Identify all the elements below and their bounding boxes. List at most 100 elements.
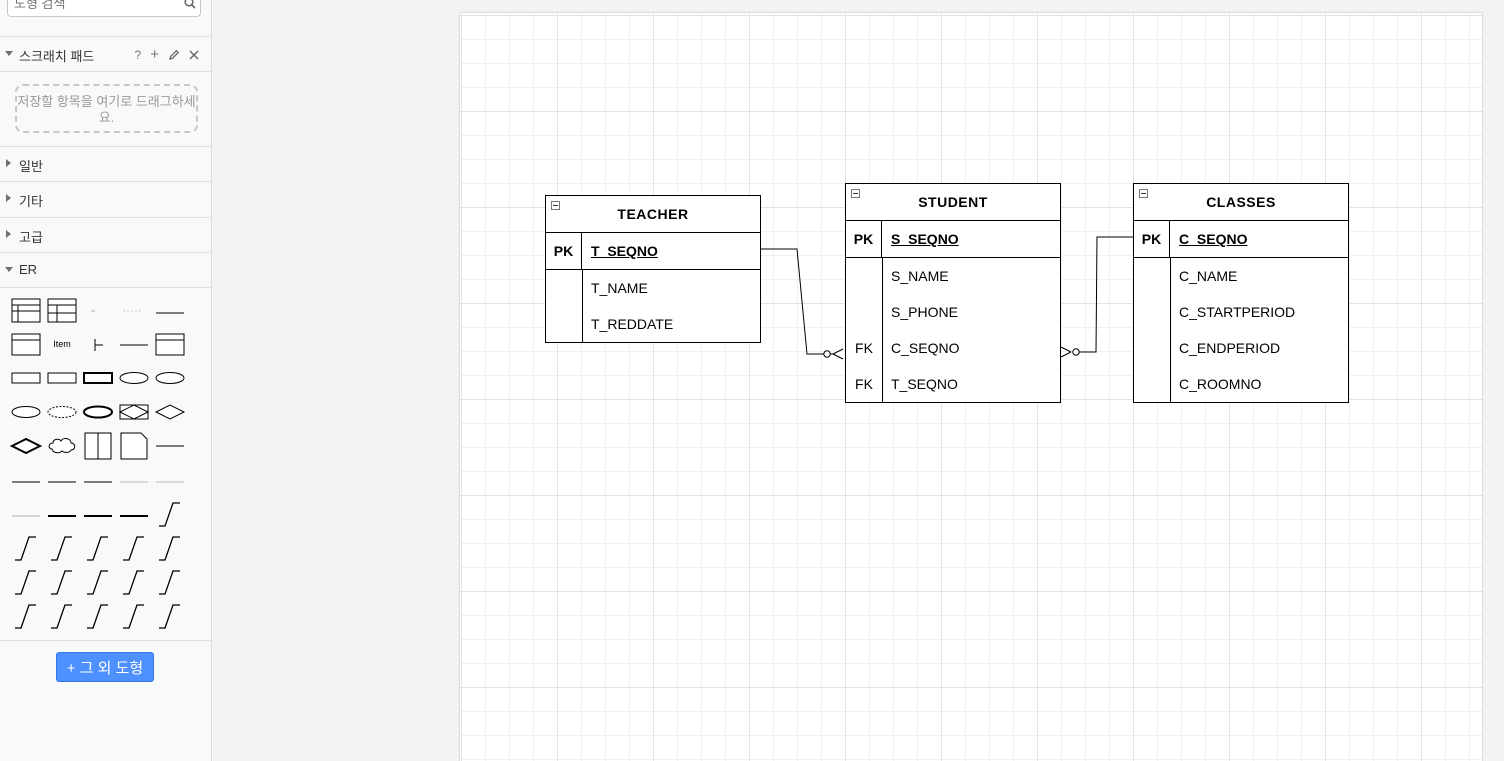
er-key-shape[interactable] xyxy=(81,329,115,359)
er-elbow-connector[interactable] xyxy=(9,533,43,563)
weak-entity-shape[interactable] xyxy=(81,363,115,393)
relationship-shape[interactable] xyxy=(153,397,187,427)
key-column xyxy=(1134,258,1171,402)
er-relation-line[interactable] xyxy=(117,499,151,529)
table-row[interactable]: C_ENDPERIOD xyxy=(1134,330,1348,366)
er-table-student[interactable]: STUDENT PK S_SEQNO S_NAME S_PHONE FK C_S xyxy=(845,183,1061,403)
er-elbow-connector[interactable] xyxy=(9,567,43,597)
er-text-shape[interactable] xyxy=(81,295,115,325)
table-row[interactable]: PK S_SEQNO xyxy=(846,221,1060,258)
scratchpad-add-button[interactable]: + xyxy=(150,46,159,63)
er-relation-line[interactable] xyxy=(81,499,115,529)
table-header[interactable]: STUDENT xyxy=(846,184,1060,221)
collapse-icon[interactable] xyxy=(551,201,560,210)
divider xyxy=(0,640,211,641)
er-elbow-connector[interactable] xyxy=(81,533,115,563)
er-table-classes[interactable]: CLASSES PK C_SEQNO C_NAME C_STARTPERIOD xyxy=(1133,183,1349,403)
field-name: C_STARTPERIOD xyxy=(1179,304,1296,320)
er-elbow-connector[interactable] xyxy=(117,533,151,563)
er-relation-line[interactable] xyxy=(117,465,151,495)
more-shapes-button[interactable]: + 그 외 도형 xyxy=(56,652,154,682)
classes-student-connector[interactable] xyxy=(1060,236,1133,358)
er-item-shape[interactable]: Item xyxy=(53,339,71,349)
table-row[interactable]: C_NAME xyxy=(1134,258,1348,294)
collapse-icon[interactable] xyxy=(1139,189,1148,198)
shape-search-box[interactable] xyxy=(7,0,201,17)
shape-search-input[interactable] xyxy=(14,0,174,15)
er-table-shape[interactable] xyxy=(45,295,79,325)
attribute-shape[interactable] xyxy=(117,363,151,393)
section-er[interactable]: ER xyxy=(0,252,211,287)
table-row[interactable]: S_NAME xyxy=(846,258,1060,294)
teacher-student-connector[interactable] xyxy=(761,248,844,360)
attribute-shape[interactable] xyxy=(153,363,187,393)
er-relation-line[interactable] xyxy=(9,465,43,495)
er-elbow-connector[interactable] xyxy=(45,601,79,631)
scratchpad-help-button[interactable]: ? xyxy=(134,47,142,62)
key-cell xyxy=(846,258,882,294)
table-header[interactable]: TEACHER xyxy=(546,196,760,233)
field-name: C_NAME xyxy=(1179,268,1238,284)
er-list-shape[interactable] xyxy=(9,329,43,359)
entity-shape[interactable] xyxy=(45,363,79,393)
table-row[interactable]: T_REDDATE xyxy=(546,306,760,342)
er-relation-line[interactable] xyxy=(81,465,115,495)
table-row[interactable]: PK C_SEQNO xyxy=(1134,221,1348,258)
er-elbow-connector[interactable] xyxy=(81,567,115,597)
er-elbow-connector[interactable] xyxy=(117,601,151,631)
er-line-shape[interactable] xyxy=(153,295,187,325)
er-elbow-connector[interactable] xyxy=(153,533,187,563)
er-line-shape[interactable] xyxy=(117,329,151,359)
entity-shape[interactable] xyxy=(9,363,43,393)
search-icon[interactable] xyxy=(184,0,196,9)
collapse-icon[interactable] xyxy=(851,189,860,198)
table-row[interactable]: T_NAME xyxy=(546,270,760,306)
table-row[interactable]: S_PHONE xyxy=(846,294,1060,330)
sequence-shape[interactable] xyxy=(81,431,115,461)
er-relation-line[interactable] xyxy=(45,465,79,495)
close-icon[interactable] xyxy=(189,50,199,60)
table-header[interactable]: CLASSES xyxy=(1134,184,1348,221)
table-row[interactable]: C_ROOMNO xyxy=(1134,366,1348,402)
er-relation-line[interactable] xyxy=(153,465,187,495)
er-elbow-connector[interactable] xyxy=(117,567,151,597)
attribute-shape[interactable] xyxy=(9,397,43,427)
er-elbow-connector[interactable] xyxy=(153,601,187,631)
section-advanced[interactable]: 고급 xyxy=(0,217,211,252)
er-elbow-connector[interactable] xyxy=(45,567,79,597)
table-row[interactable]: FK T_SEQNO xyxy=(846,366,1060,402)
er-relation-line[interactable] xyxy=(45,499,79,529)
er-elbow-connector[interactable] xyxy=(9,601,43,631)
chevron-down-icon xyxy=(5,267,13,272)
key-cell xyxy=(546,306,582,342)
er-elbow-connector[interactable] xyxy=(81,601,115,631)
er-elbow-connector[interactable] xyxy=(153,499,187,529)
er-text-shape[interactable] xyxy=(117,295,151,325)
er-elbow-connector[interactable] xyxy=(153,567,187,597)
er-table-shape[interactable] xyxy=(153,329,187,359)
diagram-canvas[interactable]: TEACHER PK T_SEQNO T_NAME T_REDDATE xyxy=(212,0,1504,761)
associative-entity-shape[interactable] xyxy=(117,397,151,427)
pencil-icon[interactable] xyxy=(168,49,180,61)
multivalue-attribute-shape[interactable] xyxy=(81,397,115,427)
table-row[interactable]: PK T_SEQNO xyxy=(546,233,760,270)
scratchpad-dropzone[interactable]: 저장할 항목을 여기로 드래그하세요. xyxy=(15,84,198,133)
er-line-shape[interactable] xyxy=(153,431,187,461)
identifying-relationship-shape[interactable] xyxy=(9,431,43,461)
er-relation-line[interactable] xyxy=(9,499,43,529)
field-name: C_SEQNO xyxy=(1179,231,1248,247)
er-elbow-connector[interactable] xyxy=(45,533,79,563)
scratchpad-header[interactable]: 스크래치 패드 ? + xyxy=(0,36,211,71)
table-row[interactable]: C_STARTPERIOD xyxy=(1134,294,1348,330)
diagram-page[interactable]: TEACHER PK T_SEQNO T_NAME T_REDDATE xyxy=(460,13,1482,761)
cloud-shape[interactable] xyxy=(45,431,79,461)
section-general[interactable]: 일반 xyxy=(0,146,211,181)
er-table-teacher[interactable]: TEACHER PK T_SEQNO T_NAME T_REDDATE xyxy=(545,195,761,343)
section-misc[interactable]: 기타 xyxy=(0,181,211,216)
derived-attribute-shape[interactable] xyxy=(45,397,79,427)
er-table-shape[interactable] xyxy=(9,295,43,325)
table-row[interactable]: FK C_SEQNO xyxy=(846,330,1060,366)
chevron-down-icon xyxy=(5,51,13,56)
table-name: STUDENT xyxy=(918,194,988,210)
note-shape[interactable] xyxy=(117,431,151,461)
